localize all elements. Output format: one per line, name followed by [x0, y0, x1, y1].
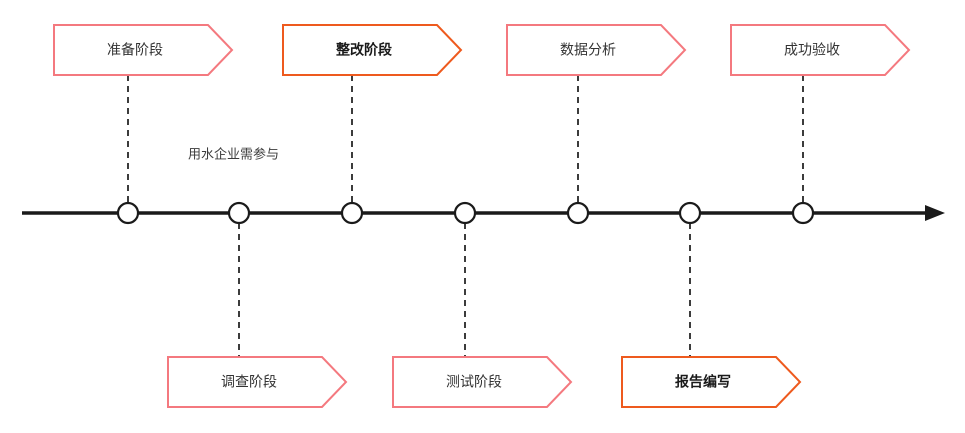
stage-box-m2[interactable]: 调查阶段 [167, 356, 348, 408]
stage-box-outline-m4 [392, 356, 573, 408]
stage-label-m5: 数据分析 [560, 42, 616, 58]
milestone-marker-m2[interactable] [227, 201, 251, 225]
connector-lines-group [127, 75, 804, 357]
milestone-marker-m1[interactable] [116, 201, 140, 225]
stage-box-outline-m2 [167, 356, 348, 408]
stage-box-m6[interactable]: 报告编写 [621, 356, 802, 408]
annotation-label: 用水企业需参与 [188, 146, 279, 161]
stage-box-outline-m5 [506, 24, 687, 76]
stage-box-m5[interactable]: 数据分析 [506, 24, 687, 76]
milestone-marker-m4[interactable] [453, 201, 477, 225]
stage-box-outline-m6 [621, 356, 802, 408]
stage-box-m7[interactable]: 成功验收 [730, 24, 911, 76]
stage-label-m4: 测试阶段 [446, 374, 502, 390]
stage-box-m4[interactable]: 测试阶段 [392, 356, 573, 408]
timeline-arrowhead-icon [925, 205, 945, 221]
stage-label-m6: 报告编写 [675, 374, 731, 390]
milestone-marker-m5[interactable] [566, 201, 590, 225]
stage-box-outline-m3 [282, 24, 463, 76]
stage-box-m3[interactable]: 整改阶段 [282, 24, 463, 76]
milestone-marker-m6[interactable] [678, 201, 702, 225]
milestone-marker-m7[interactable] [791, 201, 815, 225]
stage-label-m7: 成功验收 [784, 42, 840, 58]
stage-box-outline-m7 [730, 24, 911, 76]
stage-label-m2: 调查阶段 [221, 374, 277, 390]
stage-box-outline-m1 [53, 24, 234, 76]
stage-label-m3: 整改阶段 [335, 42, 392, 58]
milestone-marker-m3[interactable] [340, 201, 364, 225]
milestone-markers-group [116, 201, 815, 225]
stage-label-m1: 准备阶段 [107, 42, 163, 58]
stage-box-m1[interactable]: 准备阶段 [53, 24, 234, 76]
